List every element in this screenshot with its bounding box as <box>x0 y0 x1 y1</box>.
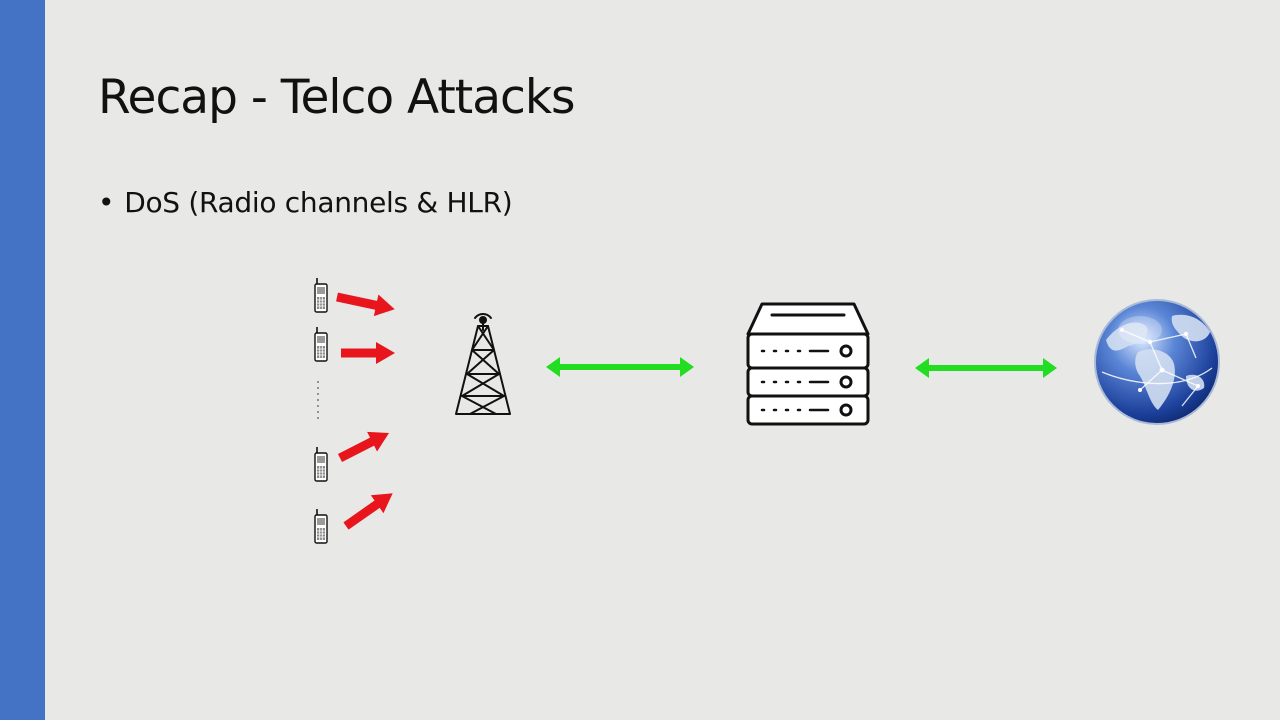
bullet-item: • DoS (Radio channels & HLR) <box>98 186 513 219</box>
bullet-marker: • <box>98 186 115 219</box>
phone-icon <box>314 277 328 313</box>
attack-arrow <box>341 342 395 364</box>
link-arrow <box>915 358 1057 378</box>
globe-icon <box>1094 299 1220 425</box>
attack-arrow <box>337 431 390 463</box>
server-icon <box>746 302 870 426</box>
attack-arrow <box>343 493 393 530</box>
link-arrow <box>546 357 694 377</box>
slide-title: Recap - Telco Attacks <box>98 70 576 125</box>
attack-arrow <box>336 292 395 317</box>
phone-icon <box>314 508 328 544</box>
ellipsis-dots <box>317 381 319 419</box>
side-accent-bar <box>0 0 45 720</box>
cell-tower-icon <box>455 313 511 415</box>
phone-icon <box>314 446 328 482</box>
phone-icon <box>314 326 328 362</box>
bullet-text: DoS (Radio channels & HLR) <box>124 186 513 219</box>
